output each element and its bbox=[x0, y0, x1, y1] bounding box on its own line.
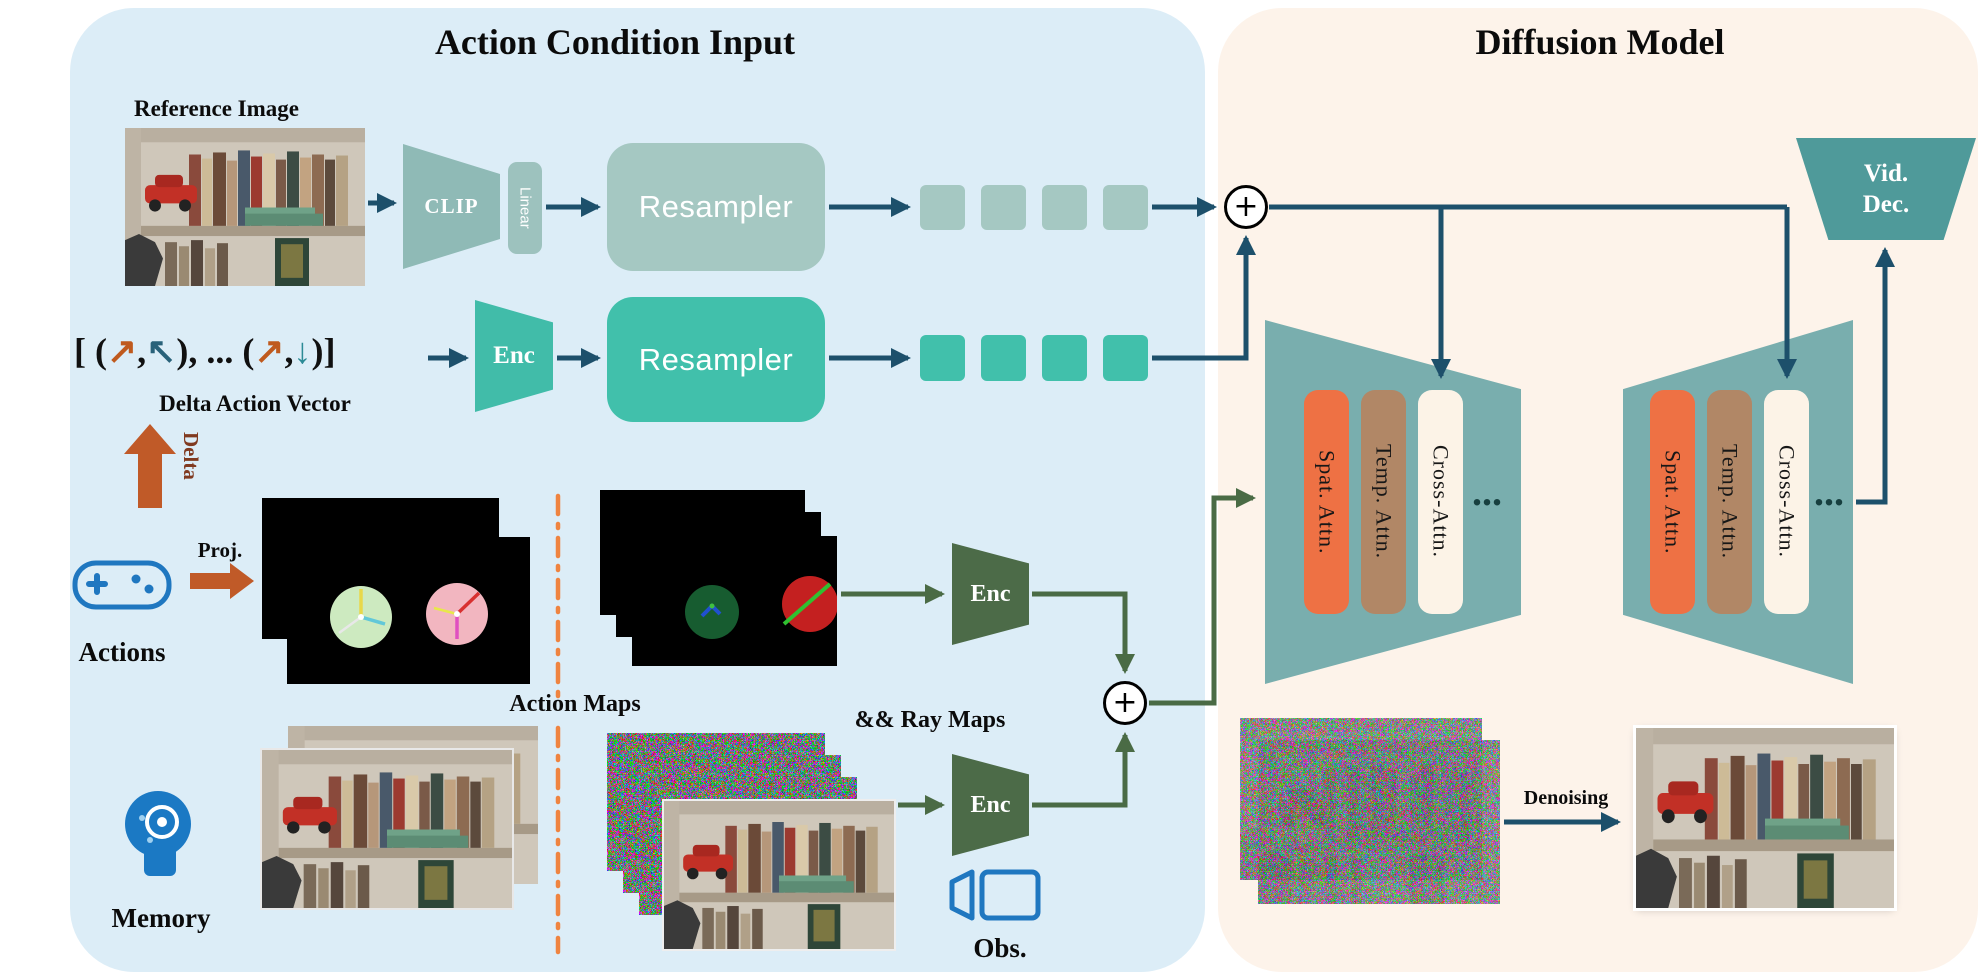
delta-arrow-label: Delta bbox=[179, 432, 203, 480]
cross-attn-label: Cross-Attn. bbox=[1428, 445, 1454, 559]
reference-image-photo bbox=[125, 128, 365, 286]
token-square bbox=[1042, 335, 1087, 381]
spat-attn-layer-1: Spat. Attn. bbox=[1304, 390, 1349, 614]
unet-block-2-ellipsis: ... bbox=[1814, 469, 1844, 514]
gamepad-icon bbox=[70, 548, 174, 620]
resampler-bottom-label: Resampler bbox=[638, 341, 794, 377]
left-panel-title: Action Condition Input bbox=[434, 22, 796, 62]
token-square bbox=[920, 335, 965, 381]
proj-label: Proj. bbox=[197, 537, 243, 562]
action-maps-label: Action Maps bbox=[509, 690, 641, 717]
resampler-top: Resampler bbox=[607, 143, 825, 271]
video-decoder-label-2: Dec. bbox=[1862, 191, 1910, 218]
unet-block-1-ellipsis: ... bbox=[1472, 469, 1502, 514]
dv-comma-1: , bbox=[137, 331, 147, 371]
dv-arrow-4: ↓ bbox=[293, 331, 312, 371]
clip-label: CLIP bbox=[424, 194, 479, 218]
obs-encoder-label: Enc bbox=[970, 791, 1011, 818]
dv-arrow-3: ↗ bbox=[254, 331, 285, 371]
resampler-top-label: Resampler bbox=[638, 189, 794, 224]
denoised-output-photo bbox=[1633, 725, 1897, 911]
token-square bbox=[1103, 335, 1148, 381]
right-panel-title: Diffusion Model bbox=[1475, 22, 1725, 62]
ray-map-frame-front bbox=[632, 536, 838, 666]
token-square bbox=[1103, 185, 1148, 230]
delta-action-vector-expr: [ (↗,↖), ... (↗,↓)] bbox=[74, 330, 335, 372]
video-decoder: Vid. Dec. bbox=[1796, 138, 1976, 240]
token-square bbox=[920, 185, 965, 230]
noisy-latent-front bbox=[1258, 740, 1500, 904]
memory-icon bbox=[120, 788, 196, 880]
dv-middle: ), ... ( bbox=[176, 331, 255, 371]
actions-label: Actions bbox=[78, 636, 166, 667]
ray-encoder-label: Enc bbox=[970, 580, 1011, 607]
temp-attn-layer-2: Temp. Attn. bbox=[1707, 390, 1752, 614]
cross-attn-label: Cross-Attn. bbox=[1774, 445, 1800, 559]
obs-camera-icon bbox=[948, 866, 1043, 924]
temp-attn-label: Temp. Attn. bbox=[1717, 444, 1743, 560]
temp-attn-label: Temp. Attn. bbox=[1371, 444, 1397, 560]
obs-photo bbox=[662, 799, 896, 951]
cross-attn-layer-2: Cross-Attn. bbox=[1764, 390, 1809, 614]
spat-attn-layer-2: Spat. Attn. bbox=[1650, 390, 1695, 614]
video-decoder-label-1: Vid. bbox=[1863, 159, 1909, 187]
dv-comma-2: , bbox=[284, 331, 294, 371]
spat-attn-label: Spat. Attn. bbox=[1314, 449, 1340, 555]
linear-layer: Linear bbox=[508, 162, 542, 254]
obs-label: Obs. bbox=[973, 932, 1027, 963]
delta-action-vector-label: Delta Action Vector bbox=[159, 391, 351, 416]
reference-image-label: Reference Image bbox=[134, 96, 299, 121]
temp-attn-layer-1: Temp. Attn. bbox=[1361, 390, 1406, 614]
token-square bbox=[981, 185, 1026, 230]
token-square bbox=[1042, 185, 1087, 230]
denoising-label: Denoising bbox=[1523, 786, 1609, 809]
dv-close: )] bbox=[311, 331, 336, 371]
memory-photo-front bbox=[260, 748, 514, 910]
sum-operator-top: + bbox=[1224, 185, 1268, 229]
memory-label: Memory bbox=[111, 902, 211, 933]
dv-arrow-1: ↗ bbox=[106, 331, 138, 371]
ray-maps-label: && Ray Maps bbox=[854, 706, 1006, 733]
cross-attn-layer-1: Cross-Attn. bbox=[1418, 390, 1463, 614]
dv-arrow-2: ↖ bbox=[146, 331, 177, 371]
linear-label: Linear bbox=[516, 187, 534, 229]
resampler-bottom: Resampler bbox=[607, 297, 825, 422]
action-map-frame-front bbox=[287, 537, 530, 684]
sum-operator-mid: + bbox=[1103, 681, 1147, 725]
spat-attn-label: Spat. Attn. bbox=[1660, 449, 1686, 555]
token-square bbox=[981, 335, 1026, 381]
dv-open: [ ( bbox=[74, 331, 107, 371]
delta-encoder-label: Enc bbox=[493, 342, 535, 369]
